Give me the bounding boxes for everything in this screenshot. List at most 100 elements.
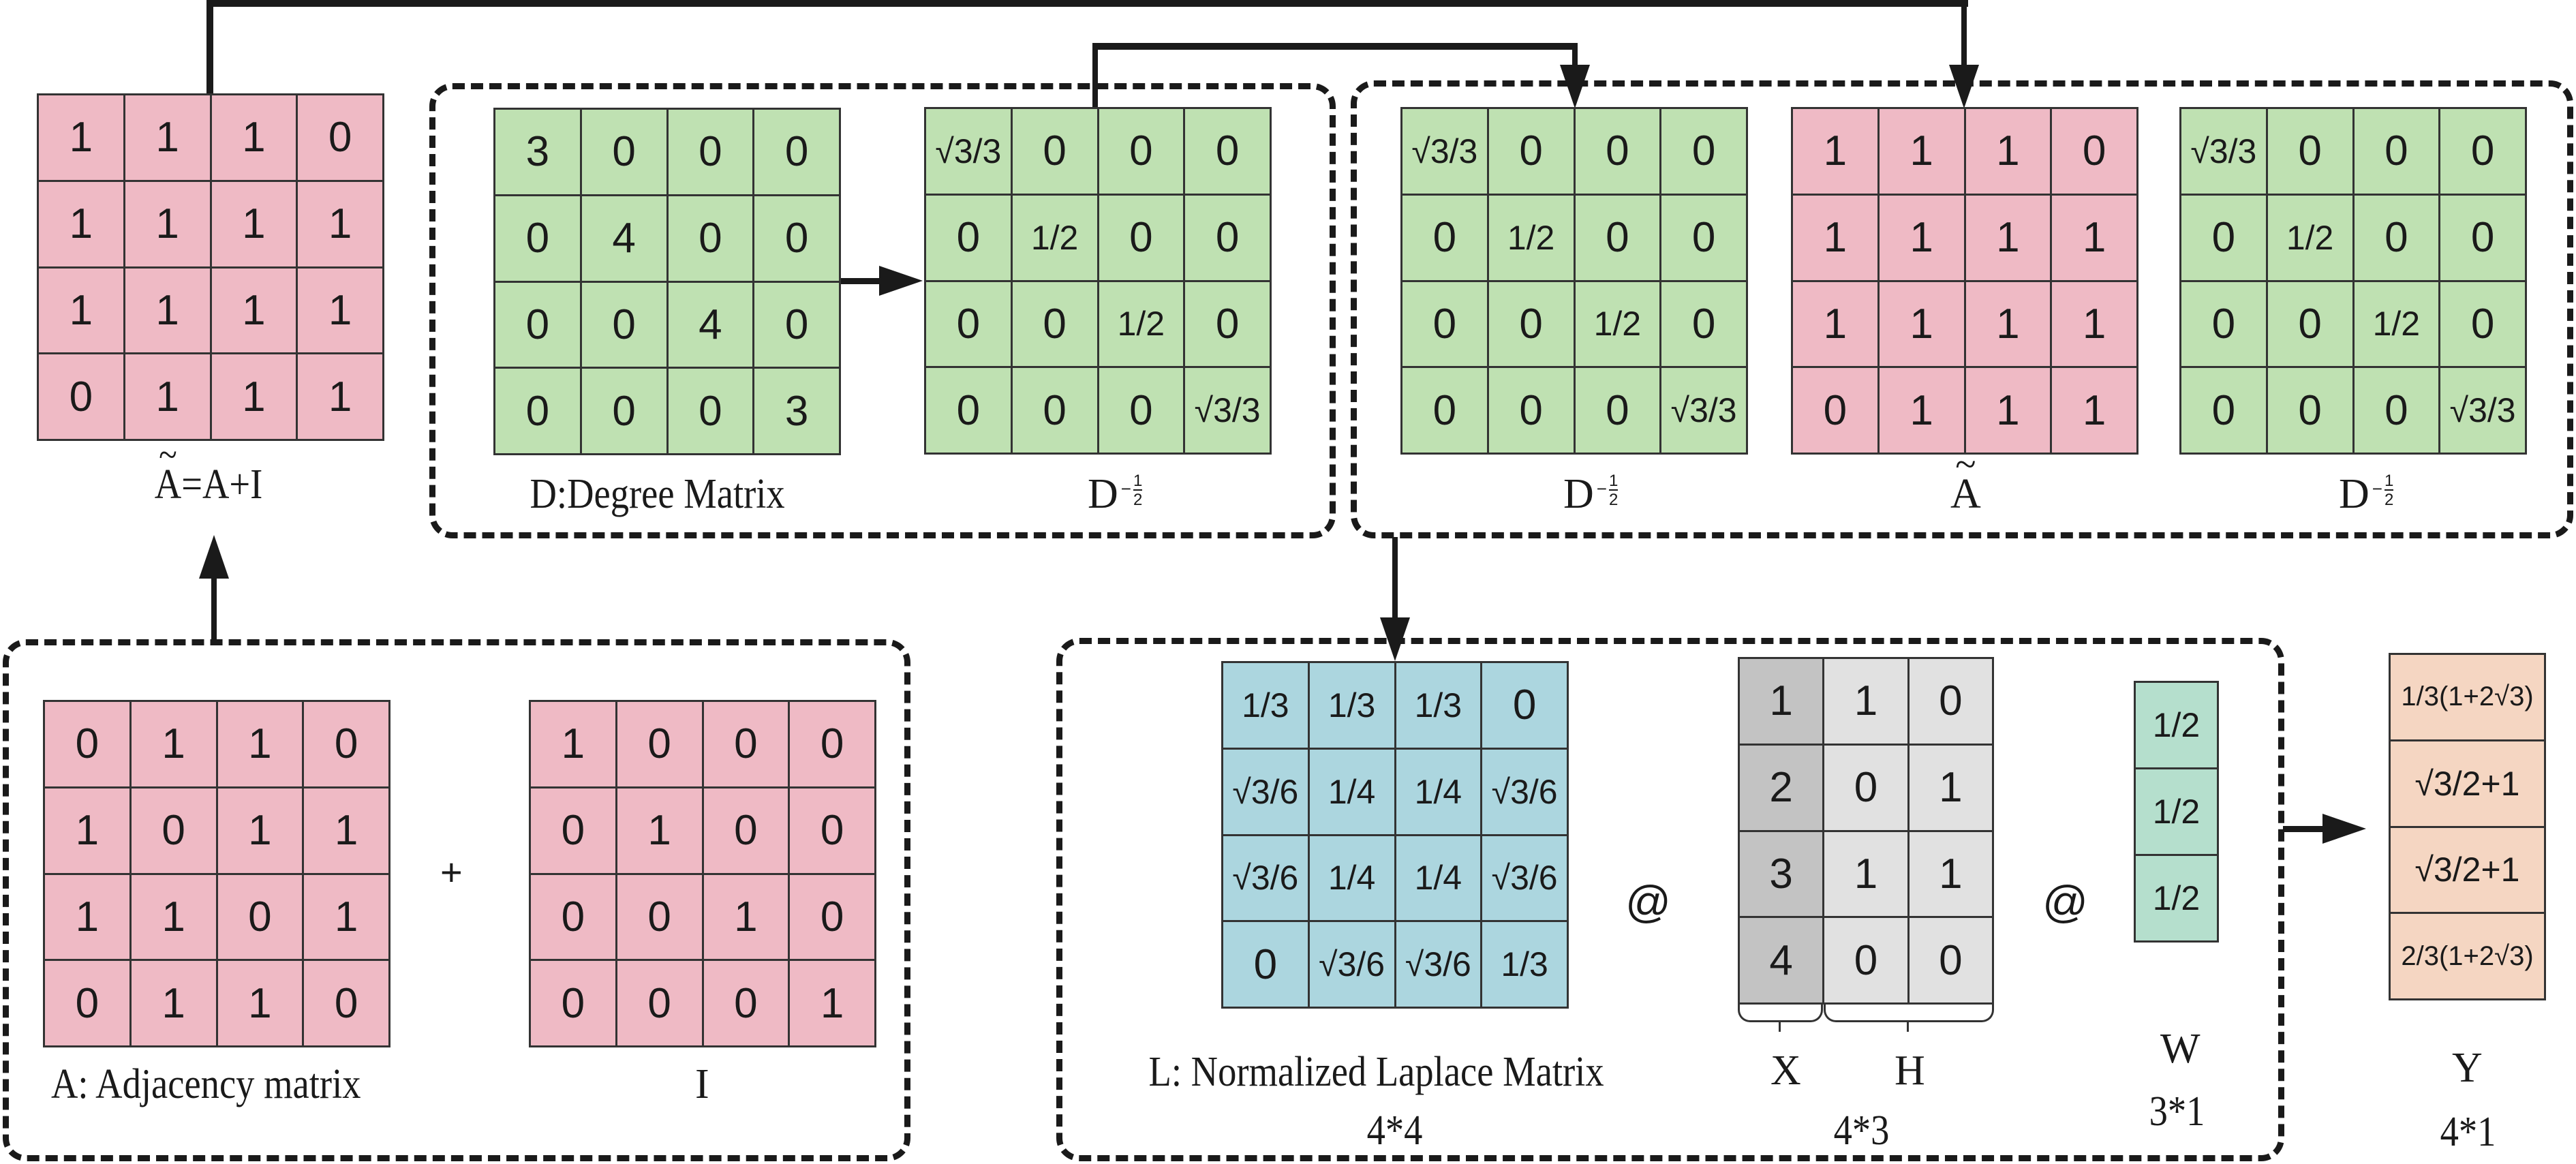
exponent-num: 1 — [2384, 472, 2394, 490]
matrix-cell: 0 — [1488, 368, 1576, 455]
matrix-cell: 0 — [703, 702, 791, 788]
matrix-cell: √3/3 — [1185, 368, 1272, 455]
x-label-text: X — [1770, 1047, 1801, 1094]
matrix-cell: 0 — [1909, 918, 1994, 1005]
arrow-to-a-tilde-head — [1949, 65, 1979, 108]
matrix-cell: 2/3(1+2√3) — [2391, 914, 2546, 1000]
matrix-cell: √3/2+1 — [2391, 827, 2546, 915]
matrix-cell: 0 — [926, 368, 1013, 455]
laplace-shape-text: 4*4 — [1366, 1107, 1423, 1154]
output-shape-text: 4*1 — [2440, 1109, 2496, 1155]
matrix-cell: 0 — [2354, 109, 2441, 196]
connector-product-to-laplace — [1392, 537, 1398, 619]
h-columns-brace-tip — [1907, 1021, 1909, 1032]
matrix-cell: 0 — [1099, 109, 1186, 196]
matrix-cell: 1 — [211, 95, 298, 182]
matrix-cell: 0 — [1185, 281, 1272, 369]
matrix-cell: 1 — [2052, 281, 2138, 369]
matrix-cell: 0 — [1824, 918, 1910, 1005]
matrix-cell: 1 — [131, 874, 218, 962]
matrix-cell: 0 — [531, 788, 617, 875]
features-shape-label: 4*3 — [1830, 1109, 1893, 1152]
matrix-cell: 3 — [754, 369, 841, 455]
matrix-cell: 0 — [2181, 281, 2268, 369]
matrix-cell: 0 — [2440, 109, 2527, 196]
matrix-cell: 1 — [1965, 281, 2053, 369]
connector-dinv-down — [1572, 43, 1578, 70]
exponent-den: 2 — [1608, 489, 1619, 509]
matrix-cell: 1 — [211, 181, 298, 269]
matrix-cell: 0 — [1402, 368, 1489, 455]
laplace-matrix-label-text: L: Normalized Laplace Matrix — [1148, 1049, 1604, 1095]
matrix-cell: 1 — [131, 961, 218, 1047]
matrix-cell: 1/4 — [1396, 749, 1483, 836]
matrix-cell: 1 — [1965, 368, 2053, 455]
matrix-cell: 1/2 — [1575, 281, 1662, 369]
matrix-cell: 4 — [581, 196, 669, 283]
matrix-cell: 0 — [1488, 281, 1576, 369]
arrow-sum-to-a-tilde-head — [199, 535, 229, 579]
matrix-cell: 1 — [1793, 109, 1880, 196]
matrix-cell: 0 — [1824, 745, 1910, 832]
matrix-cell: 0 — [1488, 109, 1576, 196]
matrix-cell: 0 — [703, 961, 791, 1047]
exponent-num: 1 — [1133, 472, 1143, 490]
matrix-cell: 1 — [1879, 109, 1966, 196]
matrix-cell: 0 — [668, 369, 755, 455]
matrix-cell: 0 — [1099, 368, 1186, 455]
matrix-cell: 0 — [1575, 368, 1662, 455]
matrix-cell: 1 — [298, 354, 384, 441]
matrix-cell: 1 — [211, 354, 298, 441]
matrix-cell: √3/6 — [1482, 836, 1569, 923]
matrix-cell: 0 — [1661, 195, 1748, 282]
plus-operator: + — [440, 851, 463, 893]
matrix-cell: 1 — [1879, 368, 1966, 455]
matrix-cell: 1 — [1793, 195, 1880, 282]
matrix-cell: 0 — [703, 788, 791, 875]
matmul-operator-1: @ — [1625, 876, 1671, 927]
matrix-cell: 0 — [2440, 195, 2527, 282]
matrix-cell: 0 — [531, 874, 617, 962]
matrix-cell: 1 — [217, 788, 305, 875]
matrix-cell: 0 — [1909, 659, 1994, 746]
matrix-cell: √3/6 — [1482, 749, 1569, 836]
connector-dinv-horizontal — [1092, 43, 1578, 50]
propagation-group-box — [1056, 638, 2284, 1161]
matrix-cell: 0 — [1402, 195, 1489, 282]
matrix-cell: 0 — [45, 961, 132, 1047]
matrix-cell: 1 — [125, 268, 212, 355]
exponent-num: 1 — [1608, 472, 1619, 490]
degree-matrix-label: D:Degree Matrix — [512, 473, 802, 515]
matrix-cell: 0 — [1012, 109, 1099, 196]
matrix-cell: 0 — [495, 196, 582, 283]
arrow-to-laplace-head — [1380, 617, 1410, 661]
matrix-cell: 1/2 — [1488, 195, 1576, 282]
matrix-cell: 3 — [1740, 831, 1825, 919]
matrix-cell: 1 — [1909, 831, 1994, 919]
matrix-cell: 1 — [125, 95, 212, 182]
a-tilde-symbol: A — [155, 463, 181, 506]
matrix-cell: 0 — [298, 95, 384, 182]
arrow-to-dinv-head — [1560, 65, 1590, 108]
matrix-cell: 1 — [45, 788, 132, 875]
matrix-cell: 0 — [39, 354, 125, 441]
matrix-cell: 0 — [926, 195, 1013, 282]
matrix-cell: 0 — [617, 702, 704, 788]
matrix-cell: √3/6 — [1223, 836, 1310, 923]
x-label: X — [1770, 1050, 1801, 1092]
connector-a-tilde-vertical — [206, 0, 213, 93]
matrix-cell: 0 — [45, 702, 132, 788]
matrix-cell: 1 — [531, 702, 617, 788]
matrix-cell: 1/3 — [1482, 922, 1569, 1009]
h-columns-brace — [1824, 1005, 1994, 1022]
matrix-cell: 0 — [1012, 281, 1099, 369]
matrix-cell: 1/4 — [1309, 749, 1396, 836]
matrix-cell: 0 — [617, 961, 704, 1047]
